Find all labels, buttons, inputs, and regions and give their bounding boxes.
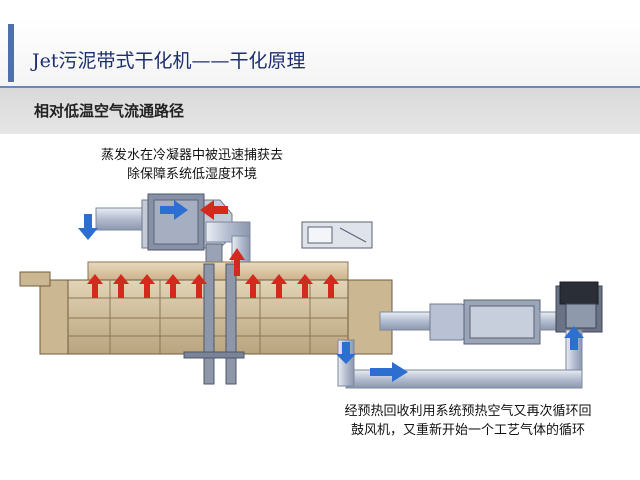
title-divider	[0, 86, 640, 88]
red-up-arrow-icon	[245, 274, 261, 298]
subtitle-band: 相对低温空气流通路径	[0, 88, 640, 134]
top-bar	[0, 0, 640, 18]
title-band: Jet污泥带式干化机——干化原理	[0, 18, 640, 86]
red-up-arrow-icon	[229, 248, 245, 276]
heat-recovery-caption-line-1: 经预热回收利用系统预热空气又再次循环回	[344, 404, 592, 419]
red-up-arrow-icon	[165, 274, 181, 298]
slide-title: Jet污泥带式干化机——干化原理	[32, 50, 306, 72]
red-up-arrow-icon	[297, 274, 313, 298]
cool-air-arrows	[78, 200, 584, 382]
slide-subtitle: 相对低温空气流通路径	[34, 102, 185, 120]
red-up-arrow-icon	[323, 274, 339, 298]
heat-recovery-caption-line-2: 鼓风机，又重新开始一个工艺气体的循环	[350, 423, 585, 438]
red-left-arrow-icon	[200, 200, 228, 220]
support-columns	[183, 263, 245, 385]
title-accent-bar	[8, 24, 14, 82]
blue-up-arrow-icon	[564, 326, 584, 350]
blue-down-arrow-icon	[336, 342, 356, 364]
hot-air-arrows	[87, 200, 339, 298]
heat-recovery-duct	[379, 299, 567, 345]
blower-fan	[555, 281, 603, 333]
condenser-caption-line-2: 除保障系统低湿度环境	[126, 167, 257, 182]
auxiliary-unit	[301, 221, 373, 249]
condenser-caption: 蒸发水在冷凝器中被迅速捕获去 除保障系统低湿度环境	[62, 146, 322, 184]
red-up-arrow-icon	[87, 274, 103, 298]
red-up-arrow-icon	[271, 274, 287, 298]
blue-right-arrow-icon	[160, 200, 188, 220]
red-up-arrow-icon	[139, 274, 155, 298]
red-up-arrow-icon	[113, 274, 129, 298]
heat-recovery-caption: 经预热回收利用系统预热空气又再次循环回 鼓风机，又重新开始一个工艺气体的循环	[298, 402, 638, 440]
blue-down-arrow-icon	[78, 214, 98, 240]
blue-right-arrow-icon	[370, 362, 408, 382]
condenser-caption-line-1: 蒸发水在冷凝器中被迅速捕获去	[100, 148, 283, 163]
red-up-arrow-icon	[191, 274, 207, 298]
